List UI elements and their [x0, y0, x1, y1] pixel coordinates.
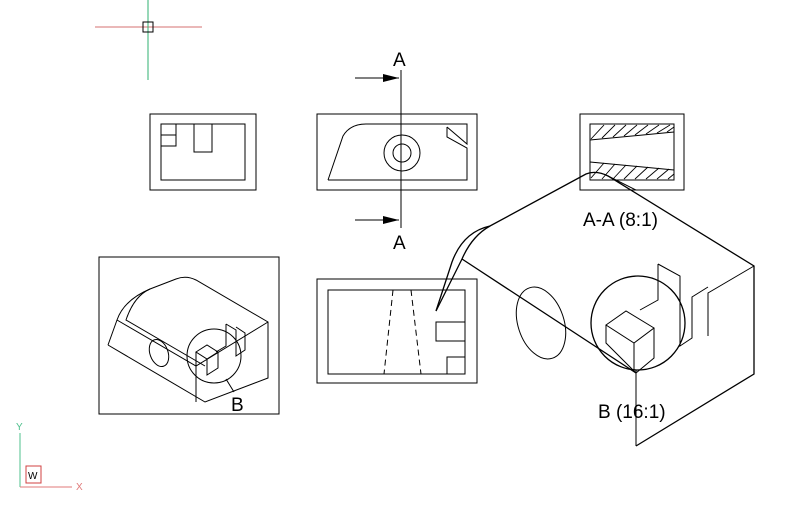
isometric-view[interactable]: B	[98, 256, 280, 416]
section-view-border	[579, 113, 685, 191]
detail-view-b[interactable]: B (16:1)	[435, 171, 755, 447]
left-side-view[interactable]	[149, 113, 257, 191]
ucs-world-label: W	[28, 471, 38, 482]
crosshair-cursor	[95, 0, 202, 80]
section-view-a-a[interactable]: A-A (8:1)	[579, 113, 685, 231]
iso-hole	[148, 338, 170, 368]
front-view-boss-inner	[392, 143, 412, 163]
ucs-world-box	[25, 465, 42, 484]
left-view-body	[160, 123, 246, 181]
ucs-icon[interactable]: Y X W	[16, 422, 83, 493]
isometric-view-border	[98, 256, 280, 415]
left-view-border	[149, 113, 257, 191]
detail-curve-edge	[435, 225, 637, 374]
detail-right-edge	[707, 265, 755, 336]
front-view[interactable]	[316, 113, 478, 191]
section-line-a-a[interactable]: A A	[355, 50, 406, 254]
section-arrow-bottom-head	[383, 216, 399, 224]
top-view-border	[316, 278, 478, 384]
front-view-profile	[327, 123, 468, 181]
detail-b-leader	[225, 378, 235, 393]
left-view-slot	[193, 124, 213, 153]
section-view-label: A-A (8:1)	[583, 210, 658, 231]
iso-body-outline	[107, 276, 269, 403]
crosshair-pickbox	[142, 21, 154, 33]
iso-curve-edge	[125, 288, 206, 367]
iso-step	[195, 344, 219, 376]
iso-top-edges	[116, 319, 269, 402]
front-view-boss-outer	[383, 134, 421, 172]
ucs-y-label: Y	[16, 422, 23, 433]
section-hatch-top	[590, 124, 675, 140]
detail-b-circle[interactable]	[186, 328, 242, 384]
section-bore-lower	[589, 161, 675, 171]
front-view-border	[316, 113, 478, 191]
section-view-body	[589, 123, 675, 181]
detail-step-top	[605, 310, 655, 344]
detail-step-sides	[605, 325, 655, 374]
ucs-x-label: X	[76, 482, 83, 493]
left-view-step	[161, 124, 177, 147]
section-hatch-bottom	[590, 162, 675, 180]
detail-view-label: B (16:1)	[598, 402, 666, 423]
top-view-body	[327, 289, 466, 375]
detail-b-magnified-circle	[590, 275, 686, 371]
section-letter-bottom: A	[393, 233, 406, 254]
top-view-slot	[435, 321, 466, 374]
hidden-bore-right	[410, 289, 422, 375]
top-view[interactable]	[316, 278, 478, 384]
section-letter-top: A	[393, 50, 406, 71]
hidden-bore-left	[383, 289, 394, 375]
detail-top-edge	[607, 175, 637, 191]
detail-body-outline	[435, 171, 755, 447]
section-arrow-top-head	[383, 74, 399, 82]
detail-hole	[515, 286, 567, 360]
detail-slot	[639, 263, 709, 347]
section-bore-upper	[589, 131, 675, 141]
detail-b-label: B	[231, 395, 244, 416]
